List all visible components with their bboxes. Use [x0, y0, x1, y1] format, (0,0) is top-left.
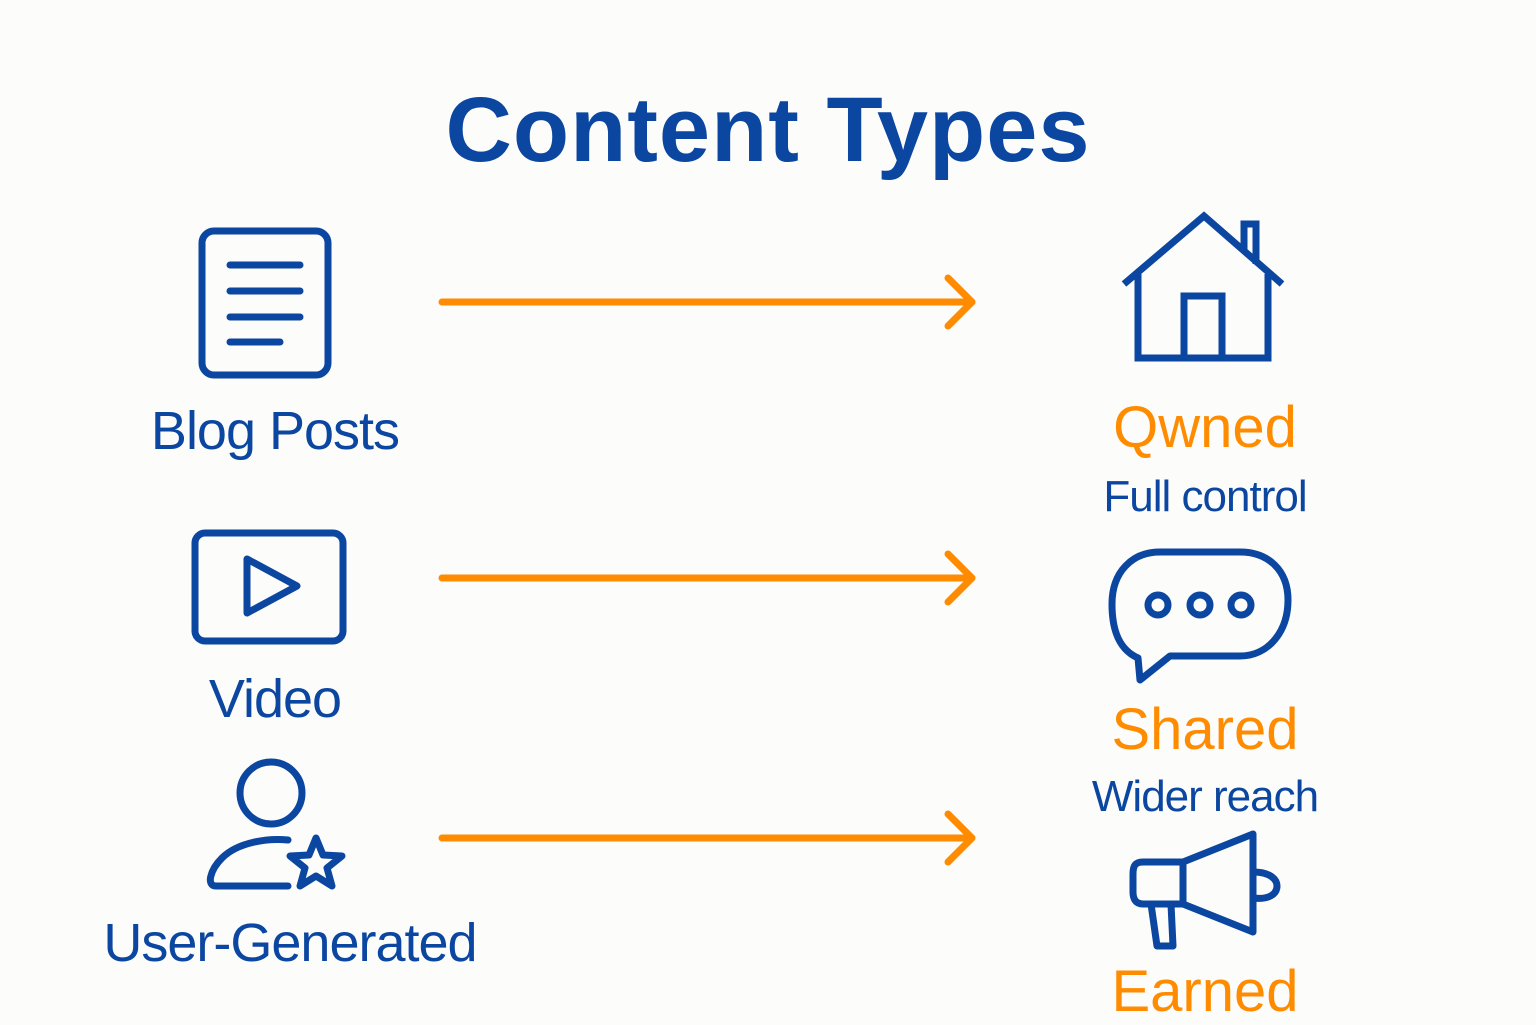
media-label-shared: Shared	[1111, 697, 1299, 762]
user-star-icon	[206, 758, 346, 890]
media-label-owned: Qwned	[1113, 395, 1297, 460]
arrow-icon	[438, 550, 976, 606]
page-title: Content Types	[445, 79, 1091, 181]
house-icon	[1121, 211, 1285, 362]
megaphone-icon	[1129, 830, 1281, 950]
chat-bubble-icon	[1108, 548, 1292, 684]
document-icon	[198, 227, 332, 379]
arrow-icon	[438, 274, 976, 330]
media-description-owned: Full control	[1103, 472, 1307, 521]
media-label-earned: Earned	[1111, 959, 1299, 1024]
content-type-label-video: Video	[208, 669, 342, 729]
video-play-icon	[191, 529, 347, 645]
arrow-icon	[438, 810, 976, 866]
content-type-label-blog-posts: Blog Posts	[150, 401, 400, 461]
content-type-label-user-generated: User-Generated	[103, 913, 477, 973]
media-description-shared: Wider reach	[1091, 772, 1319, 821]
